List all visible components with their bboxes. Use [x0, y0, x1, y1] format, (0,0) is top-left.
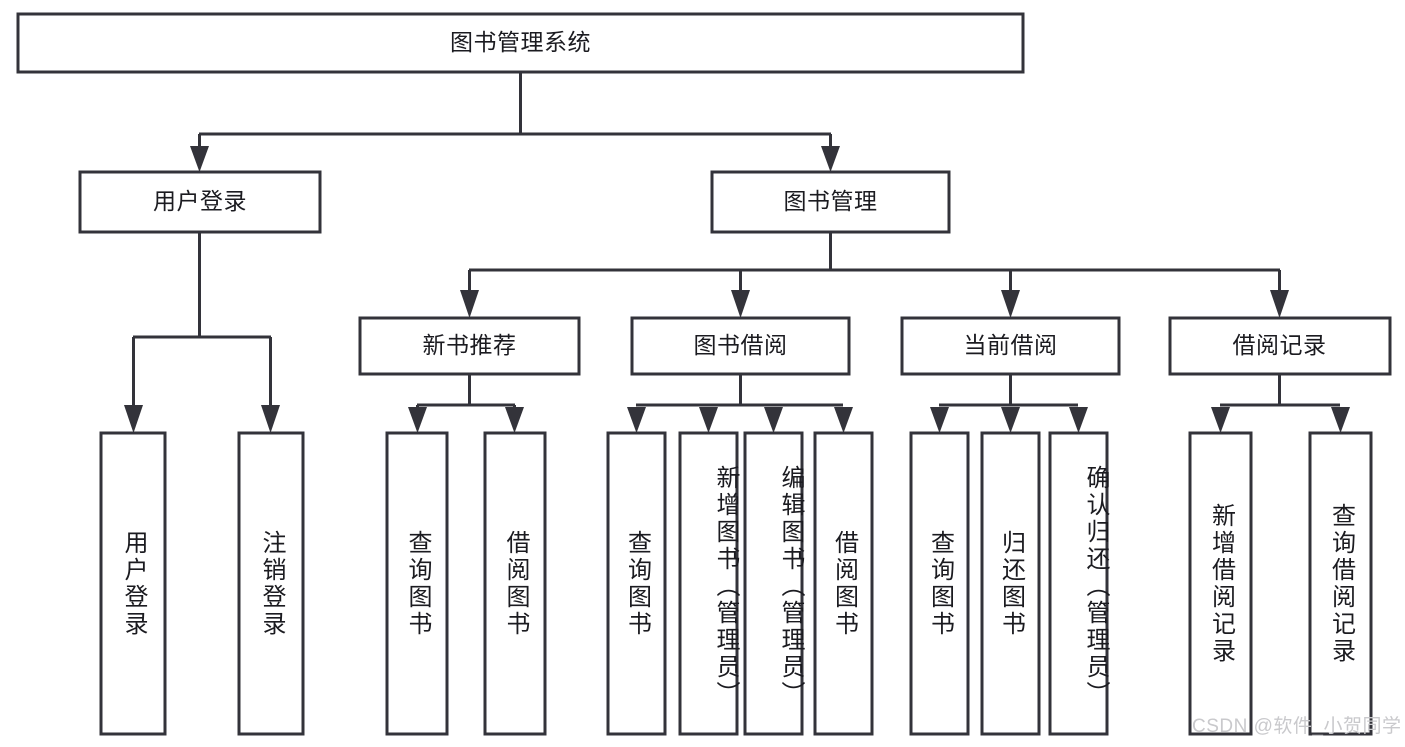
arrow-head-leaf-user-login — [124, 405, 143, 433]
arrow-head-leaf-add-book — [699, 407, 718, 433]
arrow-head-book-mgmt — [821, 146, 840, 172]
arrow-head-leaf-edit-book — [764, 407, 783, 433]
node-user-login-label: 用户登录 — [153, 188, 247, 214]
node-borrow-record-label: 借阅记录 — [1233, 332, 1327, 358]
arrow-head-leaf-user-logout — [261, 405, 280, 433]
node-new-book-recommend-label: 新书推荐 — [423, 332, 517, 358]
arrow-head-leaf-borrow-book-1 — [505, 407, 524, 433]
arrow-head-current-borrow — [1001, 290, 1020, 318]
node-new-book-recommend-box[interactable] — [358, 316, 581, 376]
watermark-text: CSDN @软件_小贺同学 — [1192, 716, 1402, 737]
leaf-box-query-book-1[interactable] — [385, 431, 449, 736]
leaf-box-user-logout[interactable] — [237, 431, 305, 736]
arrow-head-leaf-query-record — [1331, 407, 1350, 433]
node-current-borrow-box[interactable] — [900, 316, 1121, 376]
node-new-book-recommend[interactable]: 新书推荐 — [358, 316, 581, 376]
arrow-head-leaf-query-book-3 — [930, 407, 949, 433]
arrow-head-leaf-query-book-1 — [408, 407, 427, 433]
node-root-label: 图书管理系统 — [450, 29, 591, 55]
arrow-head-leaf-borrow-book-2 — [834, 407, 853, 433]
leaf-box-user-login[interactable] — [99, 431, 167, 736]
leaf-box-return-book[interactable] — [980, 431, 1041, 736]
arrow-head-borrow-record — [1270, 290, 1289, 318]
leaf-box-edit-book[interactable] — [743, 431, 804, 736]
arrow-head-leaf-add-record — [1211, 407, 1230, 433]
arrow-head-book-borrow — [731, 290, 750, 318]
arrow-head-leaf-confirm-return — [1069, 407, 1088, 433]
leaf-box-add-record[interactable] — [1188, 431, 1253, 736]
leaf-box-add-book[interactable] — [678, 431, 739, 736]
arrow-head-new-book-rec — [460, 290, 479, 318]
node-borrow-record-box[interactable] — [1168, 316, 1392, 376]
node-book-management[interactable]: 图书管理 — [710, 170, 951, 234]
node-borrow-record[interactable]: 借阅记录 — [1168, 316, 1392, 376]
leaf-box-query-book-3[interactable] — [909, 431, 970, 736]
leaf-box-borrow-book-1[interactable] — [483, 431, 547, 736]
leaf-box-borrow-book-2[interactable] — [813, 431, 874, 736]
node-book-management-label: 图书管理 — [784, 188, 878, 214]
node-root[interactable]: 图书管理系统 — [16, 12, 1025, 74]
node-user-login[interactable]: 用户登录 — [78, 170, 322, 234]
arrow-head-leaf-query-book-2 — [627, 407, 646, 433]
connector-group — [124, 72, 1350, 433]
leaf-box-group — [99, 431, 1373, 736]
node-book-borrow-label: 图书借阅 — [694, 332, 788, 358]
node-book-management-box[interactable] — [710, 170, 951, 234]
arrow-head-leaf-return-book — [1001, 407, 1020, 433]
arrow-head-user-login — [190, 146, 209, 172]
node-current-borrow-label: 当前借阅 — [964, 332, 1058, 358]
node-user-login-box[interactable] — [78, 170, 322, 234]
node-current-borrow[interactable]: 当前借阅 — [900, 316, 1121, 376]
leaf-box-confirm-return[interactable] — [1048, 431, 1109, 736]
leaf-box-query-record[interactable] — [1308, 431, 1373, 736]
leaf-box-query-book-2[interactable] — [606, 431, 667, 736]
node-book-borrow-box[interactable] — [630, 316, 851, 376]
node-root-box[interactable] — [16, 12, 1025, 74]
node-book-borrow[interactable]: 图书借阅 — [630, 316, 851, 376]
